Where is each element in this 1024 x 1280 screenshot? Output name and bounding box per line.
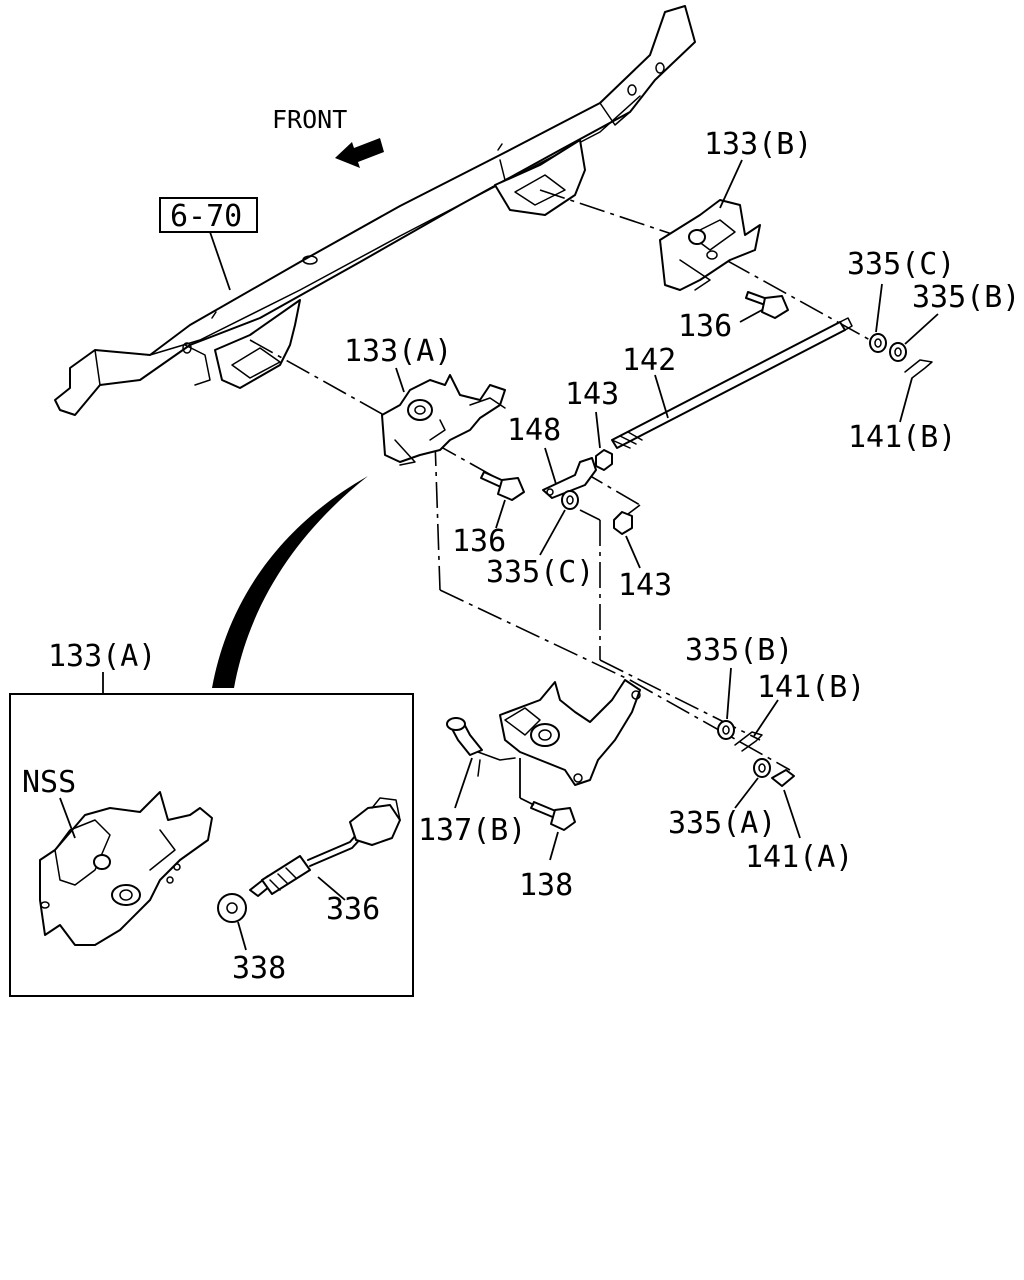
label-133a-inset: 133(A) [48,639,156,674]
label-133b: 133(B) [704,127,812,162]
bolt-138 [519,758,576,861]
front-arrow-icon [335,138,384,168]
label-nss: NSS [22,765,76,800]
label-133a-top: 133(A) [344,334,452,369]
washer-335c-upper [869,283,887,353]
label-143-lower: 143 [618,568,672,603]
label-148: 148 [507,413,561,448]
label-138: 138 [519,868,573,903]
label-335b-upper: 335(B) [912,280,1020,315]
label-335c-upper: 335(C) [847,247,955,282]
label-136-upper: 136 [678,309,732,344]
washer-335b-upper [889,313,939,362]
bracket-133b [659,159,761,291]
label-335b-lower: 335(B) [685,633,793,668]
washer-338 [217,893,247,951]
bolt-136-lower [480,471,525,529]
bolt-136-upper [739,291,789,323]
rod-142 [611,317,853,449]
label-141a: 141(A) [745,840,853,875]
label-142: 142 [622,343,676,378]
frame-crossmember [54,5,696,416]
label-141b-lower: 141(B) [757,670,865,705]
pin-141b-upper [899,359,933,423]
label-143-upper: 143 [565,377,619,412]
label-335c-lower: 335(C) [486,555,594,590]
label-336: 336 [326,892,380,927]
inset-bracket-133a [39,791,213,946]
label-335a: 335(A) [668,806,776,841]
label-137b: 137(B) [418,813,526,848]
pin-141b-lower [734,699,779,752]
label-141b-upper: 141(B) [848,420,956,455]
ref-box [159,197,258,233]
switch-336 [249,797,401,901]
label-136-lower: 136 [452,524,506,559]
label-338: 338 [232,951,286,986]
washer-335a [734,758,771,809]
washer-335c-lower [539,490,579,556]
washer-335b-lower [717,667,735,740]
pedal-assembly [446,679,641,809]
inset-pointer-arrow [212,476,368,688]
bracket-148 [542,447,597,499]
bracket-133a [381,367,506,466]
nut-143-upper [595,411,613,471]
ref-box-label: 6-70 [170,199,242,234]
front-label: FRONT [272,105,347,134]
nut-143-lower [613,511,641,569]
pin-141a [771,769,801,839]
